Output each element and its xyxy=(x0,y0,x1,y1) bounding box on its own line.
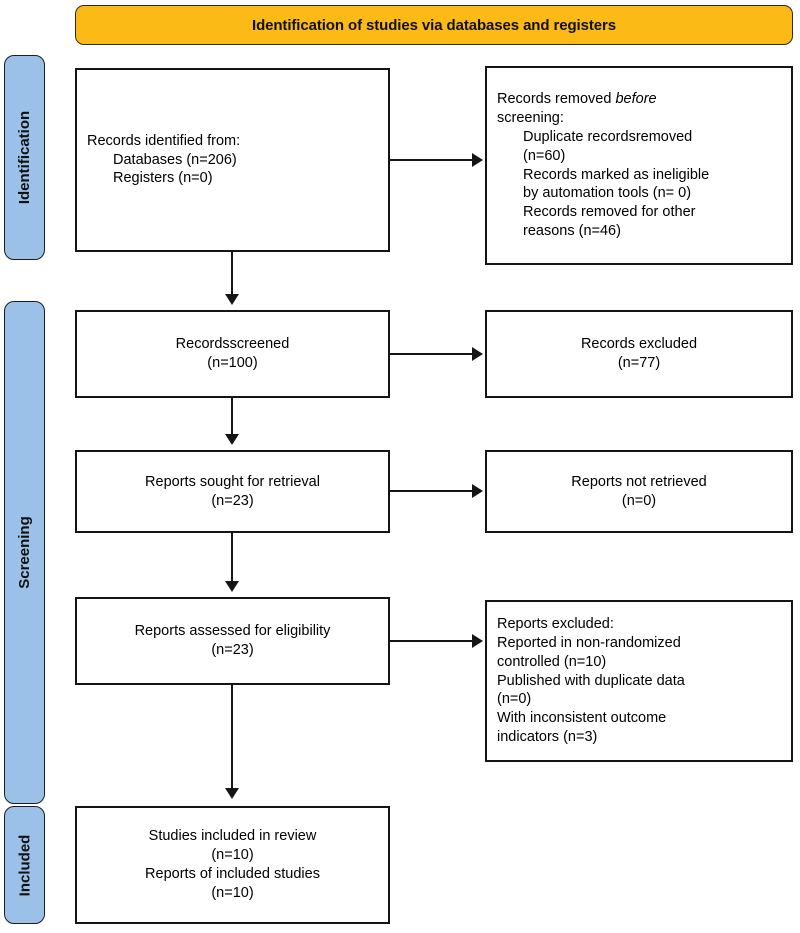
line-reports-sought: Reports sought for retrieval xyxy=(145,473,320,490)
stage-label-included: Included xyxy=(16,834,34,896)
box-reports-sought-text: Reports sought for retrieval (n=23) xyxy=(77,473,388,511)
box-records-screened: Recordsscreened (n=100) xyxy=(75,310,390,398)
arrowhead-assessed-to-included xyxy=(225,788,239,799)
box-records-identified-text: Records identified from: Databases (n=20… xyxy=(77,132,388,189)
line-inconsistent-outcome: With inconsistent outcome xyxy=(497,710,667,727)
box-reports-sought-for-retrieval: Reports sought for retrieval (n=23) xyxy=(75,450,390,533)
connector-sought-to-not-retrieved xyxy=(390,490,474,493)
box-reports-not-retrieved-text: Reports not retrieved (n=0) xyxy=(487,473,791,511)
box-records-screened-text: Recordsscreened (n=100) xyxy=(77,335,388,373)
box-studies-included-in-review: Studies included in review (n=10) Report… xyxy=(75,806,390,924)
line-reports-assessed: Reports assessed for eligibility xyxy=(134,623,331,640)
line-screening-colon: screening: xyxy=(497,109,564,126)
box-reports-assessed-text: Reports assessed for eligibility (n=23) xyxy=(77,622,388,660)
header-title: Identification of studies via databases … xyxy=(252,16,616,34)
connector-assessed-to-included xyxy=(231,685,234,790)
line-non-randomized: Reported in non-randomized xyxy=(497,634,681,651)
line-records-excluded: Records excluded xyxy=(580,336,698,353)
stage-bar-screening: Screening xyxy=(4,301,45,804)
line-other-reasons-count: reasons (n=46) xyxy=(523,223,621,240)
connector-identified-to-screened xyxy=(231,252,234,296)
line-records-excluded-count: (n=77) xyxy=(617,355,661,371)
line-registers-count: Registers (n=0) xyxy=(113,170,213,187)
line-indicators-count: indicators (n=3) xyxy=(497,729,598,746)
line-published-duplicate-data: Published with duplicate data xyxy=(497,672,685,689)
line-records-screened: Recordsscreened xyxy=(175,336,290,353)
arrowhead-identified-to-removed xyxy=(472,153,483,167)
connector-screened-to-sought xyxy=(231,398,234,436)
stage-label-screening: Screening xyxy=(16,516,33,589)
line-records-screened-count: (n=100) xyxy=(207,355,258,371)
line-automation-tools-count: by automation tools (n= 0) xyxy=(523,185,692,202)
connector-assessed-to-reports-excluded xyxy=(390,640,474,643)
line-duplicate-records-removed: Duplicate recordsremoved xyxy=(523,128,693,145)
connector-sought-to-assessed xyxy=(231,533,234,583)
box-records-identified: Records identified from: Databases (n=20… xyxy=(75,68,390,252)
line-duplicate-count: (n=60) xyxy=(523,147,566,164)
box-reports-excluded-text: Reports excluded: Reported in non-random… xyxy=(487,615,791,747)
line-records-removed: Records removed before xyxy=(497,90,781,109)
connector-identified-to-removed xyxy=(390,159,474,162)
line-records-removed-prefix: Records removed xyxy=(497,91,616,108)
arrowhead-identified-to-screened xyxy=(225,294,239,305)
stage-label-identification: Identification xyxy=(16,110,33,205)
box-reports-not-retrieved: Reports not retrieved (n=0) xyxy=(485,450,793,533)
line-marked-ineligible: Records marked as ineligible xyxy=(523,166,710,183)
box-records-removed-text: Records removed before screening: Duplic… xyxy=(487,90,791,241)
box-records-removed-before-screening: Records removed before screening: Duplic… xyxy=(485,66,793,265)
arrowhead-sought-to-assessed xyxy=(225,581,239,592)
line-reports-sought-count: (n=23) xyxy=(211,492,254,509)
line-reports-of-included-count: (n=10) xyxy=(211,884,254,901)
line-removed-other: Records removed for other xyxy=(523,204,696,221)
arrowhead-screened-to-sought xyxy=(225,434,239,445)
line-reports-not-retrieved-count: (n=0) xyxy=(621,492,657,509)
stage-bar-included: Included xyxy=(4,806,45,924)
box-records-excluded: Records excluded (n=77) xyxy=(485,310,793,398)
line-records-identified-from: Records identified from: xyxy=(87,132,241,149)
arrowhead-assessed-to-reports-excluded xyxy=(472,634,483,648)
arrowhead-sought-to-not-retrieved xyxy=(472,484,483,498)
line-databases-count: Databases (n=206) xyxy=(113,151,237,168)
arrowhead-screened-to-excluded xyxy=(472,347,483,361)
box-records-excluded-text: Records excluded (n=77) xyxy=(487,335,791,373)
line-published-duplicate-count: (n=0) xyxy=(497,691,532,708)
box-studies-included-text: Studies included in review (n=10) Report… xyxy=(77,827,388,902)
box-reports-assessed-for-eligibility: Reports assessed for eligibility (n=23) xyxy=(75,597,390,685)
line-reports-not-retrieved: Reports not retrieved xyxy=(571,473,707,490)
connector-screened-to-excluded xyxy=(390,353,474,356)
line-records-removed-emphasis: before xyxy=(615,91,657,108)
box-reports-excluded: Reports excluded: Reported in non-random… xyxy=(485,600,793,762)
line-studies-included: Studies included in review xyxy=(148,828,317,845)
line-reports-assessed-count: (n=23) xyxy=(211,642,254,658)
stage-bar-identification: Identification xyxy=(4,55,45,260)
line-reports-of-included-studies: Reports of included studies xyxy=(145,866,320,882)
header-banner: Identification of studies via databases … xyxy=(75,5,793,45)
line-reports-excluded-heading: Reports excluded: xyxy=(497,616,614,633)
line-controlled-count: controlled (n=10) xyxy=(497,653,607,670)
line-studies-included-count: (n=10) xyxy=(211,847,254,864)
